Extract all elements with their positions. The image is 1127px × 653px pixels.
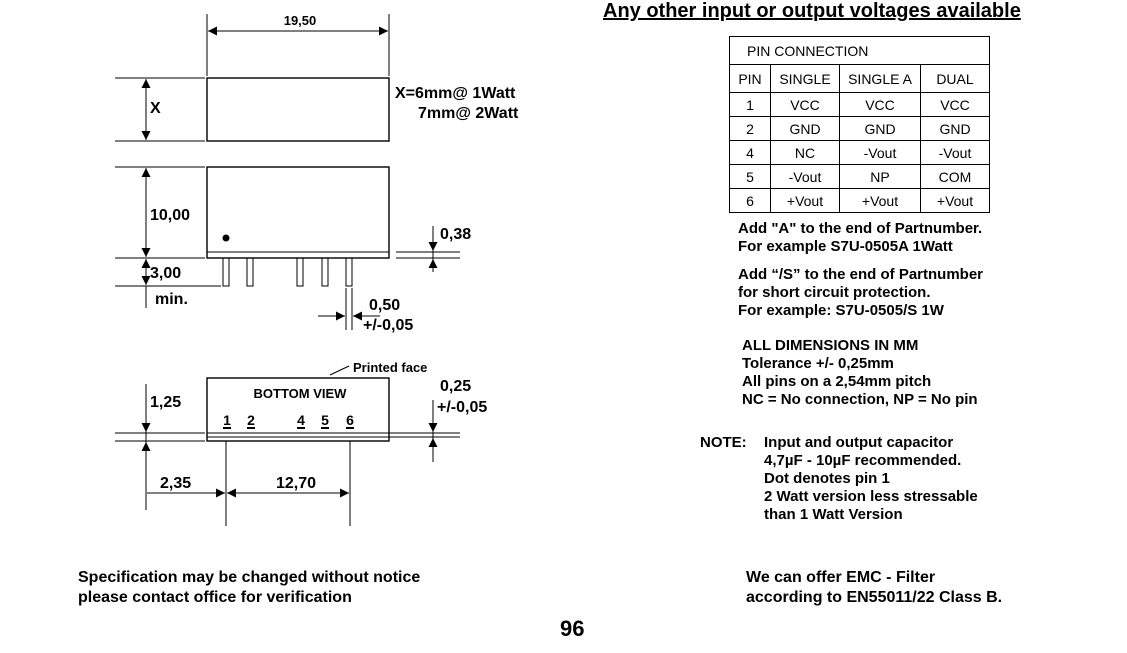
header-dual: DUAL [920, 64, 990, 93]
table-row: 4 NC -Vout -Vout [729, 140, 990, 165]
side-view-body [206, 166, 390, 259]
table-cell: -Vout [920, 140, 990, 165]
footer-left: Specification may be changed without not… [78, 568, 420, 608]
note-line: Input and output capacitor [764, 434, 954, 451]
note-body: Input and output capacitor 4,7µF - 10µF … [764, 434, 978, 524]
pin-width-label: 0,50 [369, 297, 400, 314]
table-header-row: PIN SINGLE SINGLE A DUAL [729, 64, 990, 93]
pin-length-label: 3,00 [150, 265, 181, 282]
table-cell: -Vout [839, 140, 921, 165]
s-suffix-note: Add “/S” to the end of Partnumber for sh… [738, 266, 983, 320]
dimensions-note: ALL DIMENSIONS IN MM Tolerance +/- 0,25m… [742, 337, 978, 409]
table-cell: VCC [839, 92, 921, 117]
bottom-pin-label-1: 1 [223, 412, 231, 428]
side-pin-2 [246, 257, 254, 287]
table-row: 1 VCC VCC VCC [729, 92, 990, 117]
footer-right: We can offer EMC - Filter according to E… [746, 568, 1002, 608]
table-cell: VCC [920, 92, 990, 117]
table-cell: VCC [770, 92, 840, 117]
note-line: NC = No connection, NP = No pin [742, 391, 978, 408]
bottom-pin-label-2: 2 [247, 412, 255, 428]
side-pin-5 [321, 257, 329, 287]
depth-label: 1,25 [150, 394, 181, 411]
bottom-pin-label-6: 6 [346, 412, 354, 428]
a-suffix-note: Add "A" to the end of Partnumber. For ex… [738, 220, 982, 256]
table-cell: GND [770, 116, 840, 141]
note-line: ALL DIMENSIONS IN MM [742, 337, 919, 354]
note-line: than 1 Watt Version [764, 506, 903, 523]
note-line: Dot denotes pin 1 [764, 470, 890, 487]
note-line: All pins on a 2,54mm pitch [742, 373, 932, 390]
note-line: 4,7µF - 10µF recommended. [764, 452, 962, 469]
table-cell: NC [770, 140, 840, 165]
table-cell: COM [920, 164, 990, 189]
note-line: for short circuit protection. [738, 284, 931, 301]
side-pin-1 [222, 257, 230, 287]
edge-offset-label: 2,35 [160, 475, 191, 492]
top-view-body [206, 77, 390, 142]
note-line: 2 Watt version less stressable [764, 488, 978, 505]
pin-thickness-label: 0,25 [440, 378, 471, 395]
note-label: NOTE: [700, 434, 747, 451]
bottom-view-title: BOTTOM VIEW [254, 386, 348, 401]
table-cell: NP [839, 164, 921, 189]
note-line: Add "A" to the end of Partnumber. [738, 220, 983, 237]
header-pin: PIN [729, 64, 771, 93]
bottom-pin-label-4: 4 [297, 412, 305, 428]
footer-line: We can offer EMC - Filter [746, 569, 936, 586]
body-height-label: 10,00 [150, 207, 190, 224]
page-number: 96 [560, 616, 585, 641]
printed-face-label: Printed face [353, 360, 427, 375]
table-cell: +Vout [839, 188, 921, 213]
note-line: Tolerance +/- 0,25mm [742, 355, 894, 372]
top-width-label: 19,50 [284, 13, 317, 28]
note-line: For example: S7U-0505/S 1W [738, 302, 944, 319]
standoff-label: 0,38 [440, 226, 471, 243]
note-line: For example S7U-0505A 1Watt [738, 238, 953, 255]
pin-length-suffix: min. [155, 291, 188, 308]
side-pin-4 [296, 257, 304, 287]
header-single: SINGLE [770, 64, 840, 93]
table-row: 5 -Vout NP COM [729, 164, 990, 189]
headline: Any other input or output voltages avail… [603, 0, 1021, 22]
table-cell: 2 [729, 116, 771, 141]
bottom-view [115, 365, 460, 526]
x-note-2: 7mm@ 2Watt [418, 105, 519, 122]
side-pin-6 [345, 257, 353, 287]
table-cell: GND [920, 116, 990, 141]
pin-span-label: 12,70 [276, 475, 316, 492]
side-view [115, 166, 460, 330]
table-cell: +Vout [770, 188, 840, 213]
table-title: PIN CONNECTION [729, 36, 990, 65]
table-cell: GND [839, 116, 921, 141]
table-row: 6 +Vout +Vout +Vout [729, 188, 990, 213]
top-view [115, 14, 390, 142]
header-single-a: SINGLE A [839, 64, 921, 93]
top-height-label: X [150, 100, 161, 117]
footer-line: according to EN55011/22 Class B. [746, 589, 1003, 606]
table-title-row: PIN CONNECTION [729, 36, 990, 65]
table-cell: 6 [729, 188, 771, 213]
table-cell: -Vout [770, 164, 840, 189]
bottom-pin-label-5: 5 [321, 412, 329, 428]
table-row: 2 GND GND GND [729, 116, 990, 141]
x-note-1: X=6mm@ 1Watt [395, 85, 516, 102]
note-line: Add “/S” to the end of Partnumber [738, 266, 984, 283]
printed-face-leader [329, 365, 350, 376]
footer-line: Specification may be changed without not… [78, 569, 421, 586]
pin-width-tolerance: +/-0,05 [363, 317, 413, 334]
table-cell: 1 [729, 92, 771, 117]
bottom-view-body [206, 377, 390, 442]
pin-connection-table: PIN CONNECTION PIN SINGLE SINGLE A DUAL … [729, 36, 990, 213]
pin-thickness-tolerance: +/-0,05 [437, 399, 487, 416]
footer-line: please contact office for verification [78, 589, 352, 606]
table-cell: +Vout [920, 188, 990, 213]
pin-1-dot [222, 234, 230, 242]
table-cell: 5 [729, 164, 771, 189]
table-cell: 4 [729, 140, 771, 165]
